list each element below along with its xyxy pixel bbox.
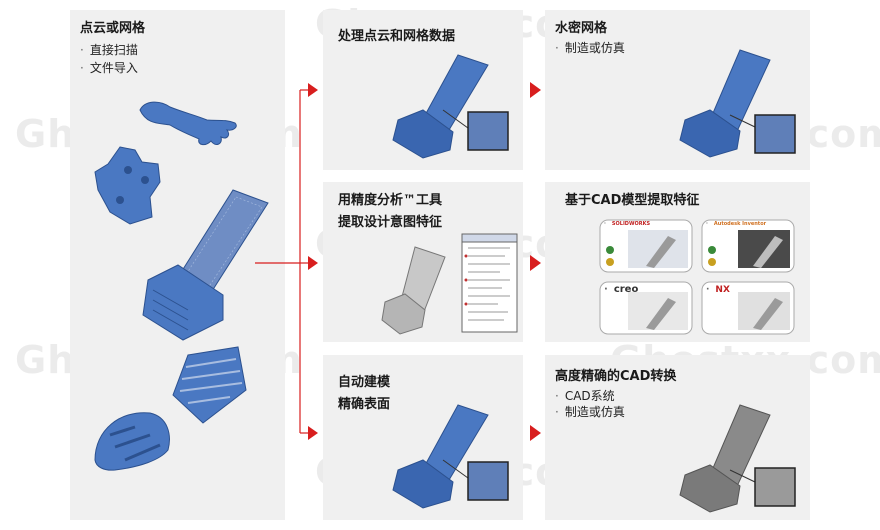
source-title: 点云或网格 (80, 21, 146, 36)
arrow-right-icon (530, 255, 541, 271)
arrow-right-icon (530, 82, 541, 98)
gray-cad-part-image (679, 404, 796, 513)
scanned-shoe-sole-model (172, 346, 247, 424)
nx-logo: NX (706, 284, 729, 296)
solidworks-logo: SOLIDWORKS (604, 221, 650, 228)
scanned-arm-model (139, 101, 237, 146)
scanned-bracket-model (94, 146, 161, 225)
accuracy-analyzer-screenshot (381, 233, 518, 335)
arrow-right-icon (308, 256, 318, 270)
step-subtitle: 精确表面 (338, 397, 391, 412)
arrow-right-icon (308, 426, 318, 440)
scanned-turbine-blade-model (142, 189, 269, 341)
result-title: 基于CAD模型提取特征 (565, 193, 700, 208)
step-title: 自动建模 (338, 375, 391, 390)
scanned-helmet-model (94, 412, 170, 471)
arrow-right-icon (308, 83, 318, 97)
result-bullet: 制造或仿真 (555, 40, 625, 56)
result-title: 高度精确的CAD转换 (555, 369, 677, 384)
step-subtitle: 提取设计意图特征 (338, 215, 443, 230)
result-title: 水密网格 (555, 21, 608, 36)
result-bullet: CAD系统 (555, 388, 615, 404)
result-bullet: 制造或仿真 (555, 404, 625, 420)
autodesk-inventor-logo: Autodesk Inventor (706, 221, 766, 228)
creo-logo: creo (604, 284, 639, 296)
blue-part-watertight-image (679, 49, 796, 158)
source-bullet: 直接扫描 (80, 42, 138, 58)
step-title: 处理点云和网格数据 (338, 29, 456, 44)
step-title: 用精度分析™工具 (338, 193, 443, 208)
source-bullet: 文件导入 (80, 60, 138, 76)
blue-part-mesh-image (392, 54, 509, 159)
arrow-right-icon (530, 425, 541, 441)
blue-part-surfaced-image (392, 404, 509, 509)
